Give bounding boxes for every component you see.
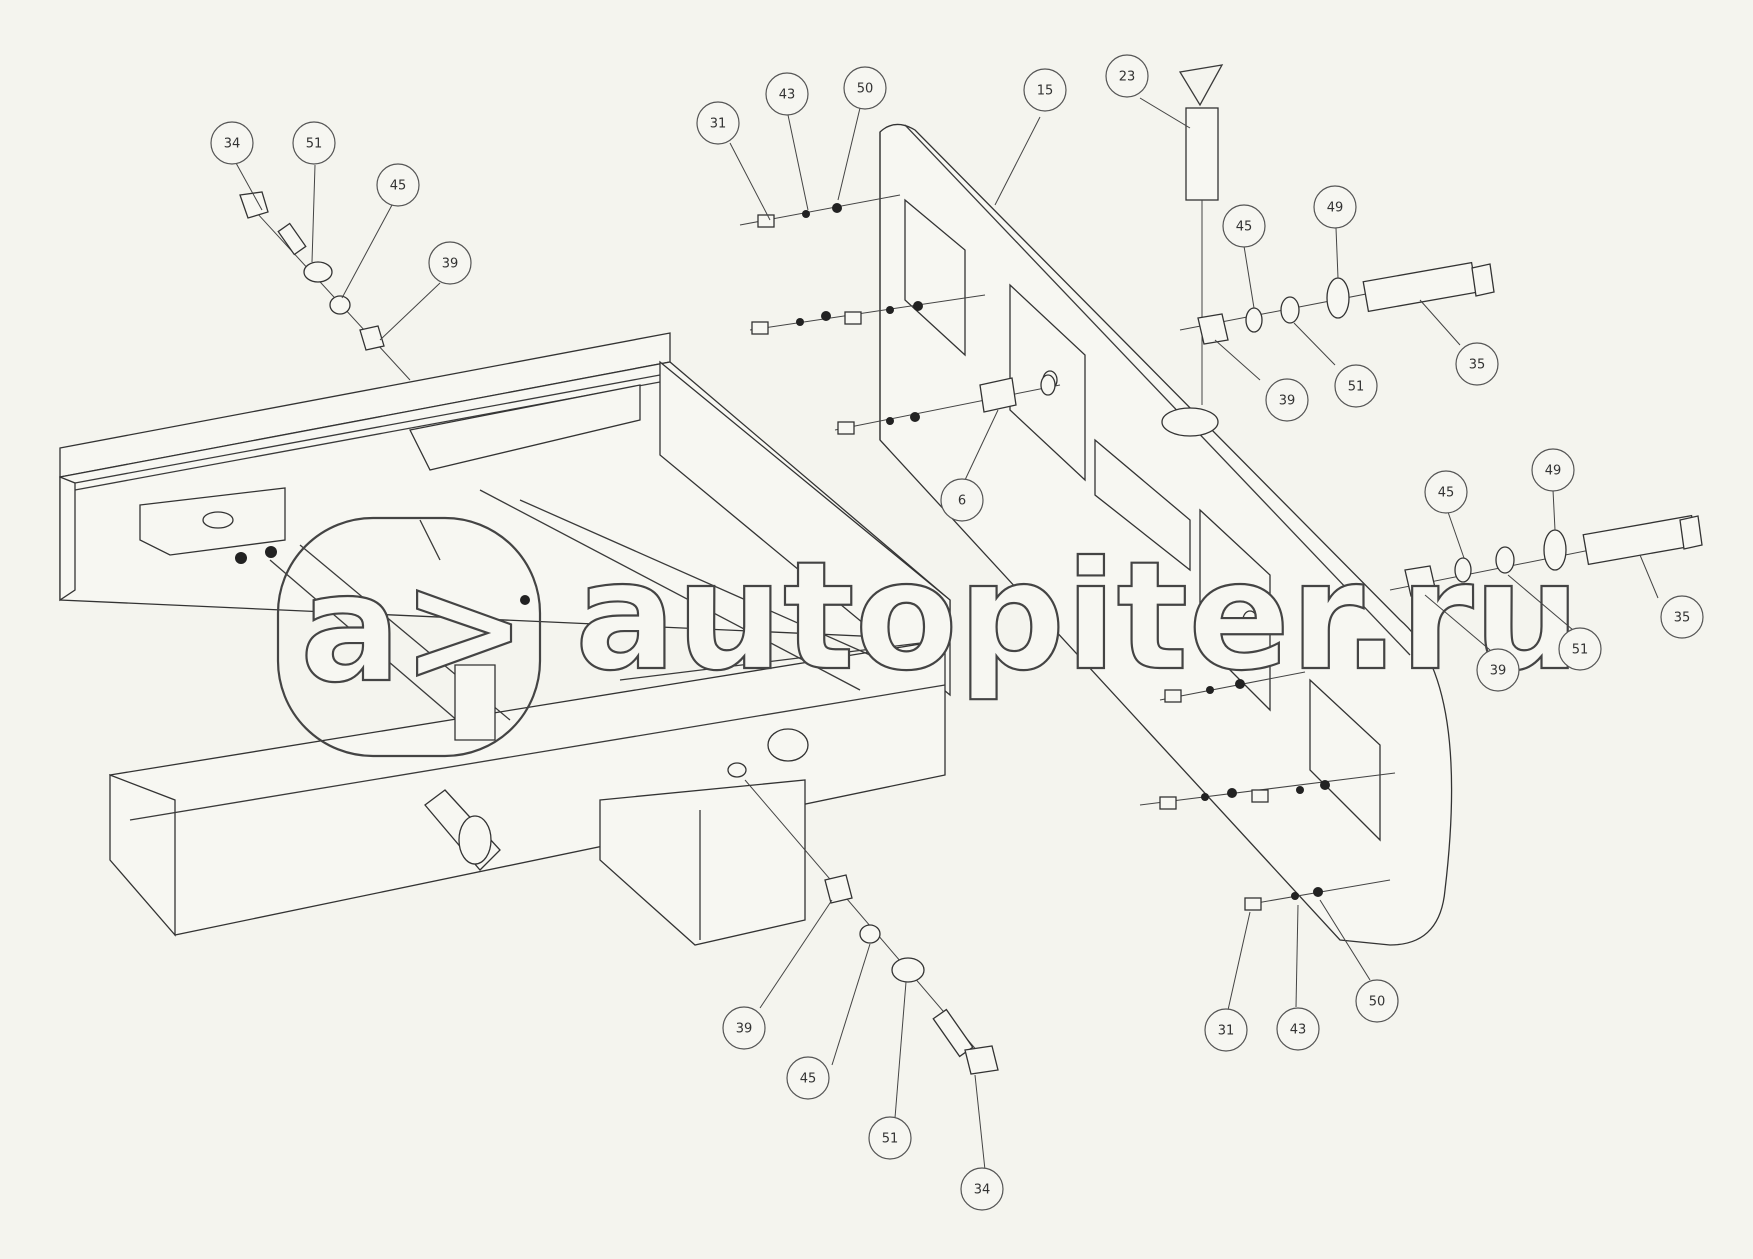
svg-text:34: 34 (224, 137, 241, 152)
svg-text:31: 31 (1218, 1024, 1235, 1039)
callout-45-lower-left: 45 (786, 1056, 830, 1100)
callout-51-lower-right: 51 (1558, 627, 1602, 671)
svg-text:49: 49 (1327, 201, 1344, 216)
callouts: 34 51 45 39 31 43 50 15 23 45 49 35 39 5… (210, 54, 1704, 1211)
main-frame (59, 332, 951, 946)
svg-text:39: 39 (1490, 664, 1507, 679)
svg-text:49: 49 (1545, 464, 1562, 479)
callout-6: 6 (940, 478, 984, 522)
callout-49-upper: 49 (1313, 185, 1357, 229)
callout-15: 15 (1023, 68, 1067, 112)
callout-34-upper: 34 (210, 121, 254, 165)
watermark-logo-frame (276, 516, 542, 758)
watermark: a> autopiter.ru (276, 516, 1581, 758)
watermark-text: autopiter.ru (575, 530, 1580, 704)
callout-51-upper-right: 51 (1334, 364, 1378, 408)
callout-35-lower: 35 (1660, 595, 1704, 639)
fasteners (239, 64, 1703, 1075)
callout-45-lower-right: 45 (1424, 470, 1468, 514)
svg-text:35: 35 (1469, 358, 1486, 373)
svg-text:51: 51 (882, 1132, 899, 1147)
svg-text:51: 51 (306, 137, 323, 152)
svg-text:39: 39 (736, 1022, 753, 1037)
svg-text:39: 39 (1279, 394, 1296, 409)
svg-text:31: 31 (710, 117, 727, 132)
callout-50-upper: 50 (843, 66, 887, 110)
svg-text:45: 45 (1438, 486, 1455, 501)
callout-23: 23 (1105, 54, 1149, 98)
svg-text:43: 43 (1290, 1023, 1307, 1038)
callout-35-upper: 35 (1455, 342, 1499, 386)
callout-39-upper-right: 39 (1265, 378, 1309, 422)
svg-text:51: 51 (1348, 380, 1365, 395)
svg-text:45: 45 (390, 179, 407, 194)
callout-45-upper-right: 45 (1222, 204, 1266, 248)
callout-31-lower: 31 (1204, 1008, 1248, 1052)
svg-text:15: 15 (1037, 84, 1054, 99)
callout-31-upper: 31 (696, 101, 740, 145)
svg-text:39: 39 (442, 257, 459, 272)
callout-39-upper-left: 39 (428, 241, 472, 285)
callout-39-lower-left: 39 (722, 1006, 766, 1050)
svg-text:50: 50 (1369, 995, 1386, 1010)
svg-text:23: 23 (1119, 70, 1136, 85)
rear-bumper (879, 123, 1453, 946)
svg-text:43: 43 (779, 88, 796, 103)
svg-text:45: 45 (800, 1072, 817, 1087)
callout-50-lower: 50 (1355, 979, 1399, 1023)
callout-51-lower-left: 51 (868, 1116, 912, 1160)
svg-text:6: 6 (958, 494, 966, 509)
callout-49-lower: 49 (1531, 448, 1575, 492)
callout-39-lower-right: 39 (1476, 648, 1520, 692)
callout-45-upper-left: 45 (376, 163, 420, 207)
callout-51-upper-left: 51 (292, 121, 336, 165)
svg-text:45: 45 (1236, 220, 1253, 235)
callout-34-lower: 34 (960, 1167, 1004, 1211)
svg-text:50: 50 (857, 82, 874, 97)
svg-text:51: 51 (1572, 643, 1589, 658)
callout-43-upper: 43 (765, 72, 809, 116)
svg-text:34: 34 (974, 1183, 991, 1198)
callout-43-lower: 43 (1276, 1007, 1320, 1051)
callout-leaders (235, 97, 1659, 1171)
watermark-logo: a> (300, 542, 527, 716)
svg-text:35: 35 (1674, 611, 1691, 626)
